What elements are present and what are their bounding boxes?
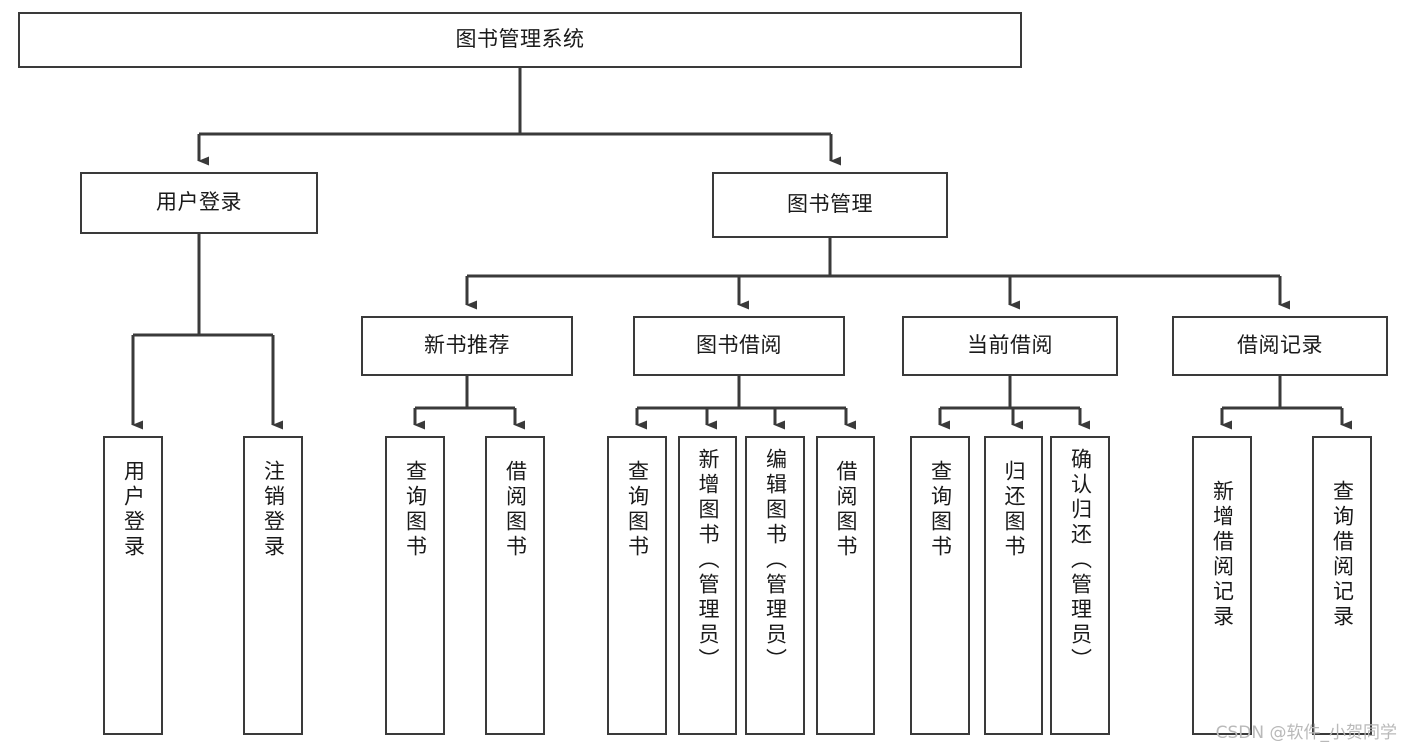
node-leaf-query-book-2[interactable]: 查询图书 bbox=[607, 436, 667, 735]
node-book-borrow[interactable]: 图书借阅 bbox=[633, 316, 845, 376]
node-current-borrow-label: 当前借阅 bbox=[967, 333, 1053, 358]
node-leaf-add-record[interactable]: 新增借阅记录 bbox=[1192, 436, 1252, 735]
node-user-login-label: 用户登录 bbox=[156, 190, 242, 215]
node-leaf-add-record-label: 新增借阅记录 bbox=[1210, 480, 1235, 630]
node-leaf-user-login[interactable]: 用户登录 bbox=[103, 436, 163, 735]
node-leaf-user-login-label: 用户登录 bbox=[121, 460, 146, 560]
node-leaf-add-book-label: 新增图书（管理员） bbox=[696, 448, 720, 673]
node-leaf-user-logout[interactable]: 注销登录 bbox=[243, 436, 303, 735]
node-book-manage-label: 图书管理 bbox=[787, 192, 873, 217]
node-leaf-edit-book[interactable]: 编辑图书（管理员） bbox=[745, 436, 805, 735]
node-leaf-add-book[interactable]: 新增图书（管理员） bbox=[678, 436, 737, 735]
node-root[interactable]: 图书管理系统 bbox=[18, 12, 1022, 68]
node-leaf-borrow-book-2-label: 借阅图书 bbox=[834, 460, 858, 560]
node-leaf-query-book-1[interactable]: 查询图书 bbox=[385, 436, 445, 735]
node-leaf-query-book-2-label: 查询图书 bbox=[625, 460, 650, 560]
node-leaf-query-book-3-label: 查询图书 bbox=[928, 460, 953, 560]
node-book-manage[interactable]: 图书管理 bbox=[712, 172, 948, 238]
node-leaf-confirm-return[interactable]: 确认归还（管理员） bbox=[1050, 436, 1110, 735]
node-current-borrow[interactable]: 当前借阅 bbox=[902, 316, 1118, 376]
node-new-book-recommend[interactable]: 新书推荐 bbox=[361, 316, 573, 376]
node-user-login[interactable]: 用户登录 bbox=[80, 172, 318, 234]
node-leaf-query-record[interactable]: 查询借阅记录 bbox=[1312, 436, 1372, 735]
node-book-borrow-label: 图书借阅 bbox=[696, 333, 782, 358]
node-leaf-edit-book-label: 编辑图书（管理员） bbox=[763, 448, 788, 673]
node-leaf-query-record-label: 查询借阅记录 bbox=[1330, 480, 1355, 630]
node-leaf-return-book[interactable]: 归还图书 bbox=[984, 436, 1043, 735]
node-leaf-borrow-book-2[interactable]: 借阅图书 bbox=[816, 436, 875, 735]
node-new-book-recommend-label: 新书推荐 bbox=[424, 333, 510, 358]
node-leaf-return-book-label: 归还图书 bbox=[1002, 460, 1026, 560]
node-leaf-user-logout-label: 注销登录 bbox=[261, 460, 286, 560]
node-leaf-confirm-return-label: 确认归还（管理员） bbox=[1068, 448, 1093, 673]
node-borrow-record[interactable]: 借阅记录 bbox=[1172, 316, 1388, 376]
node-leaf-query-book-1-label: 查询图书 bbox=[403, 460, 428, 560]
node-root-label: 图书管理系统 bbox=[455, 27, 585, 52]
node-borrow-record-label: 借阅记录 bbox=[1237, 333, 1323, 358]
node-leaf-borrow-book-1-label: 借阅图书 bbox=[503, 460, 528, 560]
watermark-text: CSDN @软件_小贺同学 bbox=[1215, 723, 1397, 743]
node-leaf-query-book-3[interactable]: 查询图书 bbox=[910, 436, 970, 735]
node-leaf-borrow-book-1[interactable]: 借阅图书 bbox=[485, 436, 545, 735]
